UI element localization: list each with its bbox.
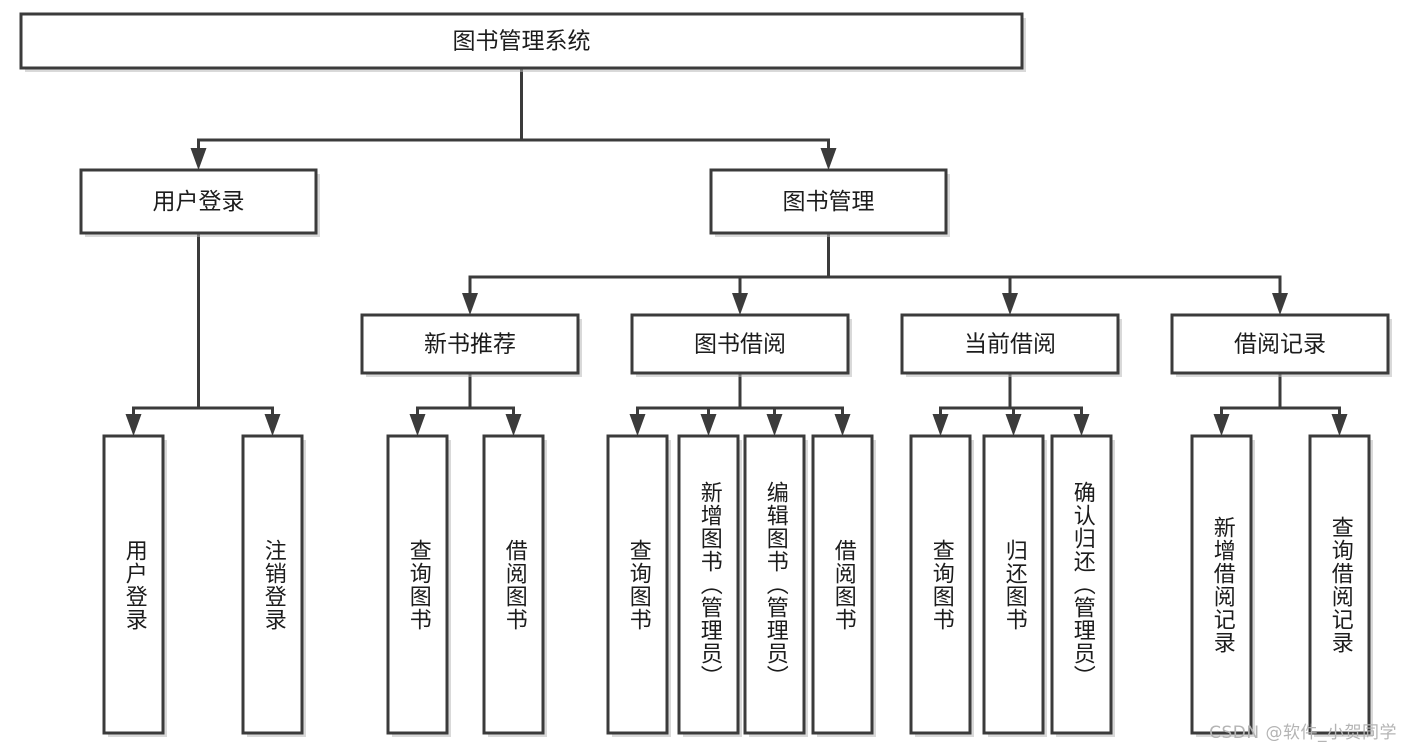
arrow-root-to-level2-1 [820, 148, 837, 170]
node-leaf-0[interactable] [102, 434, 165, 735]
node-level2-1-label: 图书管理 [783, 189, 875, 215]
arrow-to-leaf-1-1 [505, 414, 522, 436]
arrow-root-to-level2-0 [190, 148, 207, 170]
node-leaf-4[interactable] [606, 434, 669, 735]
arrow-to-leaf-3-1 [1005, 414, 1022, 436]
node-leaf-7[interactable] [811, 434, 874, 735]
arrow-level2-to-level3-3 [1272, 293, 1288, 315]
node-level3-1-label: 图书借阅 [694, 332, 786, 358]
node-level3-3[interactable] [1170, 313, 1390, 375]
arrow-to-leaf-2-1 [700, 414, 717, 436]
arrow-to-leaf-1-0 [409, 414, 426, 436]
arrow-to-leaf-4-1 [1331, 414, 1348, 436]
node-level3-2[interactable] [900, 313, 1120, 375]
node-root-图书管理系统-label: 图书管理系统 [453, 29, 591, 55]
node-leaf-2[interactable] [386, 434, 449, 735]
node-level3-0[interactable] [360, 313, 580, 375]
watermark-text: CSDN @软件_小贺同学 [1209, 723, 1397, 743]
node-leaf-9[interactable] [982, 434, 1045, 735]
node-level2-0[interactable] [79, 168, 318, 235]
arrow-to-leaf-2-3 [834, 414, 851, 436]
arrow-to-leaf-2-0 [629, 414, 646, 436]
node-box-layer [19, 12, 1392, 737]
arrow-level2-to-level3-1 [732, 293, 748, 315]
arrow-to-leaf-3-2 [1073, 414, 1090, 436]
node-leaf-12[interactable] [1308, 434, 1371, 735]
arrow-level2-to-level3-0 [462, 293, 478, 315]
arrow-to-leaf-0-1 [264, 414, 281, 436]
node-leaf-8[interactable] [909, 434, 972, 735]
arrow-to-leaf-4-0 [1213, 414, 1230, 436]
node-level3-1[interactable] [630, 313, 850, 375]
node-leaf-3[interactable] [482, 434, 545, 735]
connector-layer [125, 66, 1348, 436]
node-root-图书管理系统[interactable] [19, 12, 1024, 70]
node-leaf-6[interactable] [743, 434, 806, 735]
node-level3-3-label: 借阅记录 [1234, 332, 1326, 358]
node-leaf-1[interactable] [241, 434, 304, 735]
node-leaf-10[interactable] [1050, 434, 1113, 735]
arrow-to-leaf-2-2 [766, 414, 783, 436]
node-leaf-5[interactable] [677, 434, 740, 735]
node-level3-0-label: 新书推荐 [424, 332, 516, 358]
node-level3-2-label: 当前借阅 [964, 332, 1056, 358]
arrow-to-leaf-3-0 [932, 414, 949, 436]
node-leaf-11[interactable] [1190, 434, 1253, 735]
node-level2-1[interactable] [709, 168, 948, 235]
arrow-to-leaf-0-0 [125, 414, 142, 436]
node-level2-0-label: 用户登录 [153, 189, 245, 215]
arrow-level2-to-level3-2 [1002, 293, 1018, 315]
